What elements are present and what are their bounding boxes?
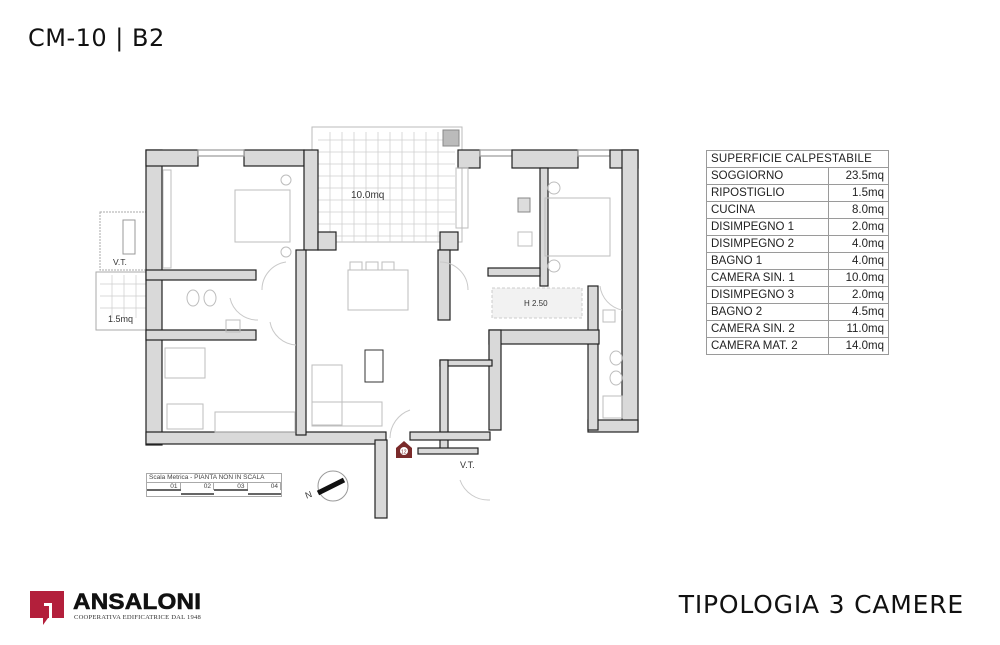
scale-bar: Scala Metrica - PIANTA NON IN SCALA 01 0… <box>146 473 282 497</box>
scale-tick: 01 <box>147 483 181 490</box>
left-balcony: V.T. 1.5mq <box>95 211 149 331</box>
scale-caption: Scala Metrica - PIANTA NON IN SCALA <box>149 474 265 481</box>
brand-tagline: COOPERATIVA EDIFICATRICE DAL 1948 <box>74 614 201 621</box>
room-name: CAMERA SIN. 2 <box>706 320 829 338</box>
furniture <box>162 167 623 433</box>
room-area: 4.5mq <box>827 303 890 321</box>
room-area: 1.5mq <box>827 184 890 202</box>
room-area: 11.0mq <box>827 320 890 338</box>
vt-left-label: V.T. <box>113 257 127 267</box>
room-area: 2.0mq <box>827 286 890 304</box>
room-area: 4.0mq <box>827 235 890 253</box>
area-table-heading: SUPERFICIE CALPESTABILE <box>706 150 889 168</box>
room-name: BAGNO 2 <box>706 303 829 321</box>
room-name: RIPOSTIGLIO <box>706 184 829 202</box>
walls <box>145 149 639 519</box>
scale-tick: 02 <box>181 483 214 490</box>
room-area: 23.5mq <box>827 167 890 185</box>
ceiling-height-label: H 2.50 <box>524 299 548 308</box>
door-swings <box>229 261 623 501</box>
room-name: DISIMPEGNO 1 <box>706 218 829 236</box>
room-name: CAMERA MAT. 2 <box>706 337 829 355</box>
room-area: 8.0mq <box>827 201 890 219</box>
brand-name: ANSALONI <box>73 589 202 615</box>
brand-logo: ANSALONI COOPERATIVA EDIFICATRICE DAL 19… <box>30 589 202 629</box>
ansaloni-mark-icon <box>30 591 64 625</box>
entrance-marker-icon: 12 <box>396 441 412 458</box>
room-area: 2.0mq <box>827 218 890 236</box>
room-name: SOGGIORNO <box>706 167 829 185</box>
page-title: CM-10 | B2 <box>28 24 165 52</box>
typology-title: TIPOLOGIA 3 CAMERE <box>678 590 964 619</box>
room-area: 14.0mq <box>827 337 890 355</box>
entrance-marker-label: 12 <box>401 450 407 456</box>
scale-tick: 04 <box>248 483 281 490</box>
room-name: CUCINA <box>706 201 829 219</box>
room-area: 10.0mq <box>827 269 890 287</box>
terrace-area-label: 10.0mq <box>351 190 384 201</box>
room-name: BAGNO 1 <box>706 252 829 270</box>
terrace: 10.0mq <box>311 126 463 243</box>
room-area: 4.0mq <box>827 252 890 270</box>
vt-bottom-label: V.T. <box>460 460 475 470</box>
north-arrow-icon: N <box>304 470 349 502</box>
room-name: DISIMPEGNO 2 <box>706 235 829 253</box>
storage-area-label: 1.5mq <box>108 314 133 324</box>
scale-tick: 03 <box>214 483 248 490</box>
room-name: DISIMPEGNO 3 <box>706 286 829 304</box>
room-name: CAMERA SIN. 1 <box>706 269 829 287</box>
north-label: N <box>304 489 314 501</box>
